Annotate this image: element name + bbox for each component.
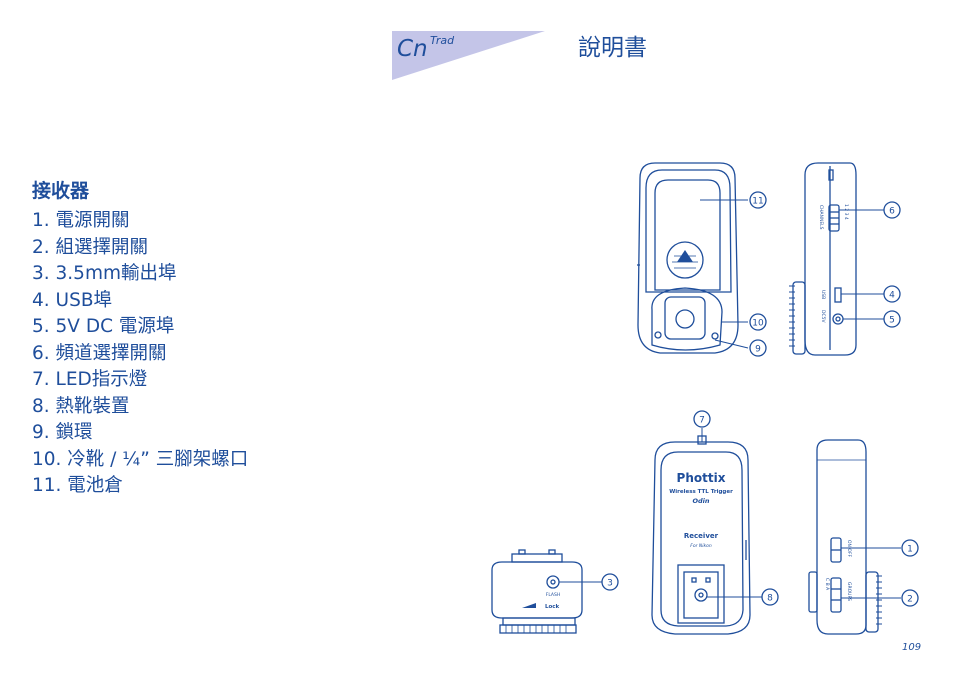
list-item: 5. 5V DC 電源埠: [32, 316, 175, 337]
back-view: [637, 162, 749, 354]
lock-label: Lock: [545, 604, 560, 610]
device-subtitle: Wireless TTL Trigger: [669, 489, 733, 495]
callout-3: 3: [601, 573, 619, 591]
list-item: 6. 頻道選擇開關: [32, 342, 167, 364]
callout-8: 8: [761, 588, 779, 606]
list-item: 11. 電池倉: [32, 475, 123, 496]
callout-11: 11: [749, 191, 767, 209]
callout-label: 8: [767, 594, 773, 604]
list-item: 9. 鎖環: [32, 422, 93, 443]
callout-label: 4: [889, 291, 895, 301]
dc-label: DC5V: [820, 310, 826, 323]
language-subcode: Trad: [430, 34, 455, 47]
device-role: Receiver: [684, 532, 719, 540]
callout-5: 5: [883, 310, 901, 328]
flash-label: FLASH: [546, 592, 561, 598]
callout-2: 2: [901, 589, 919, 607]
parts-list: 1. 電源開關 2. 組選擇開關 3. 3.5mm輸出埠 4. USB埠 5. …: [32, 208, 248, 500]
side-view-top: [789, 162, 884, 356]
groups-label: GROUPS: [846, 582, 852, 601]
list-item: 3. 3.5mm輸出埠: [32, 263, 177, 284]
list-item: 2. 組選擇開關: [32, 236, 149, 258]
receiver-diagram: CHANNELS 1 2 3 4 USB DC5V Phottix Wirele…: [491, 162, 919, 635]
callout-label: 3: [607, 579, 613, 589]
power-switch-label: ON OFF: [846, 540, 852, 557]
callout-label: 5: [889, 316, 895, 326]
device-model: Odin: [692, 497, 709, 505]
channel-numbers: 1 2 3 4: [843, 204, 849, 220]
usb-label: USB: [820, 290, 826, 299]
group-letters: C B A: [824, 578, 830, 591]
language-banner: [392, 31, 545, 80]
device-for: For Nikon: [690, 543, 712, 549]
list-item: 4. USB埠: [32, 289, 113, 311]
channels-label: CHANNELS: [818, 205, 824, 230]
section-heading: 接收器: [32, 180, 90, 202]
callout-label: 9: [755, 345, 761, 355]
callout-label: 6: [889, 207, 895, 217]
brand-logo: Phottix: [677, 471, 726, 485]
list-item: 10. 冷靴 / ¼” 三腳架螺口: [32, 448, 249, 470]
callout-6: 6: [883, 201, 901, 219]
callout-label: 1: [907, 545, 913, 555]
callout-label: 2: [907, 595, 913, 605]
callout-1: 1: [901, 539, 919, 557]
list-item: 7. LED指示燈: [32, 369, 148, 390]
page-number: 109: [902, 642, 922, 653]
callout-4: 4: [883, 285, 901, 303]
page-title: 說明書: [578, 35, 647, 61]
language-code: Cn: [397, 36, 428, 62]
callout-label: 10: [752, 319, 764, 329]
callout-7: 7: [693, 410, 711, 428]
callout-9: 9: [749, 339, 767, 357]
side-view-bottom: [808, 439, 901, 635]
bottom-view: [491, 549, 602, 634]
callout-10: 10: [749, 313, 767, 331]
front-view: [651, 428, 762, 635]
callout-label: 11: [752, 197, 763, 207]
list-item: 8. 熱靴裝置: [32, 395, 130, 417]
list-item: 1. 電源開關: [32, 210, 130, 231]
callout-label: 7: [699, 416, 705, 426]
